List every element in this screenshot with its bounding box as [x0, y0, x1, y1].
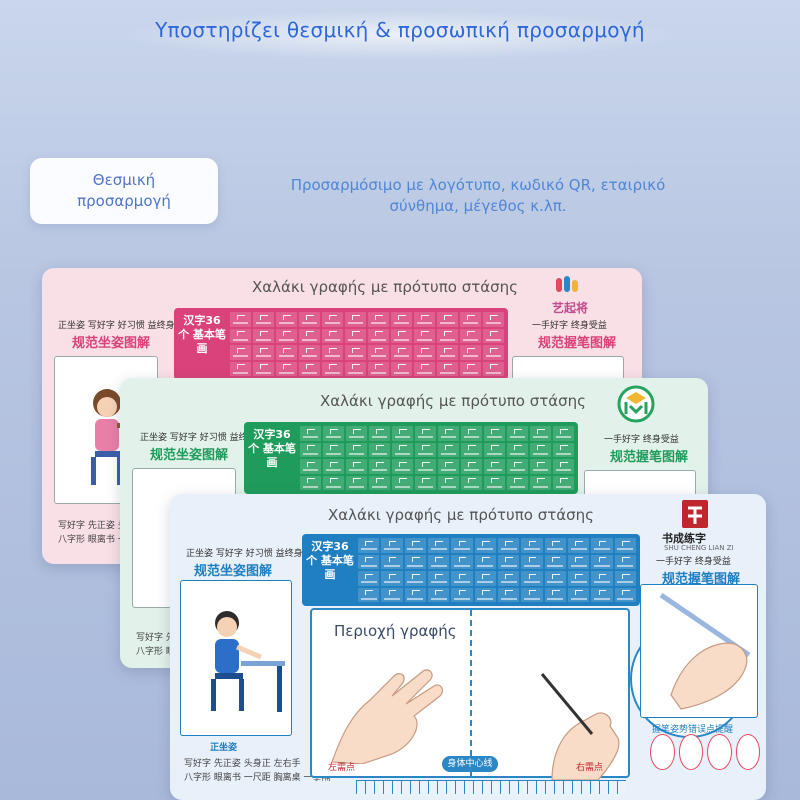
grip-slogan: 一手好字 终身受益: [532, 321, 607, 331]
grip-mistake-2: [678, 734, 703, 770]
grip-heading: 规范握笔图解: [538, 336, 617, 351]
strokes-label: 汉字36个 基本笔画: [306, 540, 354, 581]
bottom-text: 写好字 先正姿 头身正: [58, 521, 145, 531]
bottom-text: 写好字 先: [136, 633, 175, 643]
strokes-chart: 汉字36个 基本笔画: [244, 422, 578, 494]
pad-title: Χαλάκι γραφής με πρότυπο στάσης: [252, 278, 518, 296]
sitting-diagram: [180, 580, 292, 736]
writing-pad-blue: Χαλάκι γραφής με πρότυπο στάσης 书成练字 SHU…: [170, 494, 766, 800]
strokes-chart: 汉字36个 基本笔画: [174, 308, 508, 380]
boy-sitting-icon: [211, 611, 285, 712]
sitting-box-label: 正坐姿: [210, 743, 238, 753]
grip-mistakes-row: [650, 734, 760, 770]
strokes-grid: [230, 312, 504, 376]
brand-subtitle: SHU CHENG LIAN ZI: [664, 544, 734, 552]
brand-logo-icon: [682, 500, 708, 528]
body-center-line-label: 身体中心线: [442, 756, 498, 772]
body-center-line: [470, 610, 472, 776]
page-headline: Υποστηρίζει θεσμική & προσωπική προσαρμο…: [155, 18, 645, 42]
grip-slogan: 一手好字 终身受益: [604, 435, 679, 445]
grip-mistake-1: [650, 734, 675, 770]
writing-area-label: Περιοχή γραφής: [334, 622, 457, 640]
grip-slogan: 一手好字 终身受益: [656, 557, 731, 567]
grip-heading: 规范握笔图解: [610, 450, 689, 465]
sitting-slogans: 正坐姿 写好字 好习惯 益终身: [58, 321, 175, 331]
ruler: [356, 780, 626, 794]
brand-name: 艺起将: [552, 301, 589, 315]
brand-logo-icon: [556, 276, 578, 292]
brand-logo: [554, 274, 580, 298]
brand-name: 书成练字: [662, 532, 706, 545]
writing-area[interactable]: Περιοχή γραφής 身体中心线 左需点 右需点: [310, 608, 748, 780]
customization-badge-label: Θεσμική προσαρμογή: [77, 171, 171, 210]
customization-badge: Θεσμική προσαρμογή: [30, 158, 218, 224]
pen-grip-icon: [659, 592, 751, 710]
grip-mistake-3: [707, 734, 732, 770]
bottom-text-2: 八字形 眼离书 一尺距 胸离桌 一拳隔: [184, 773, 331, 783]
strokes-label: 汉字36个 基本笔画: [178, 314, 226, 355]
left-hand-icon: [322, 654, 452, 764]
right-hand-pen-icon: [522, 664, 632, 780]
strokes-label: 汉字36个 基本笔画: [248, 428, 296, 469]
sitting-slogans: 正坐姿 写好字 好习惯 益终身: [186, 549, 303, 559]
header-glow: [120, 10, 680, 60]
grip-points-label: 握笔姿势错误点提醒: [652, 725, 734, 735]
strokes-grid: [300, 426, 574, 490]
right-mark: 右需点: [576, 763, 604, 773]
pad-title: Χαλάκι γραφής με πρότυπο στάσης: [328, 506, 594, 524]
grip-diagram: [640, 584, 758, 718]
customization-description: Προσαρμόσιμο με λογότυπο, κωδικό QR, ετα…: [290, 176, 666, 215]
left-mark: 左需点: [328, 763, 356, 773]
strokes-grid: [358, 538, 636, 602]
sitting-heading: 规范坐姿图解: [194, 564, 273, 579]
brand-logo-icon: [617, 385, 655, 423]
bottom-text-2: 八字形 眼离书 一尺距: [58, 535, 145, 545]
grip-heading: 规范握笔图解: [662, 572, 741, 587]
bottom-text-2: 八字形 眼: [136, 647, 175, 657]
pad-title: Χαλάκι γραφής με πρότυπο στάσης: [320, 392, 586, 410]
strokes-chart: 汉字36个 基本笔画: [302, 534, 640, 606]
brand-logo: [616, 384, 656, 424]
sitting-slogans: 正坐姿 写好字 好习惯 益终身: [140, 433, 257, 443]
bottom-text: 写好字 先正姿 头身正 左右手: [184, 759, 301, 769]
brand-logo: [680, 498, 710, 530]
grip-mistake-4: [735, 734, 760, 770]
sitting-heading: 规范坐姿图解: [150, 448, 229, 463]
sitting-heading: 规范坐姿图解: [72, 336, 151, 351]
